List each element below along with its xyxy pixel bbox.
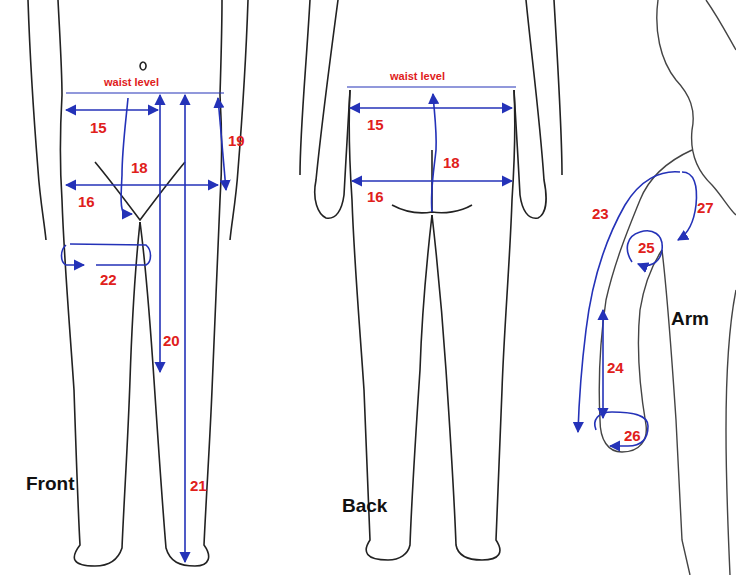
- view-label: Arm: [671, 309, 709, 328]
- callout-number: 23: [592, 206, 609, 221]
- callout-number: 19: [228, 133, 245, 148]
- callout-number: 16: [78, 194, 95, 209]
- callout-number: 15: [367, 117, 384, 132]
- arm-figure: [599, 0, 736, 575]
- front-measures: [62, 93, 227, 562]
- view-label: Front: [26, 474, 75, 493]
- back-body: [300, 0, 562, 560]
- callout-number: 18: [443, 155, 460, 170]
- callout-number: 16: [367, 189, 384, 204]
- callout-number: 21: [190, 478, 207, 493]
- waist-label: waist level: [104, 77, 159, 88]
- callout-number: 15: [90, 120, 107, 135]
- callout-number: 27: [697, 200, 714, 215]
- callout-number: 22: [100, 272, 117, 287]
- callout-number: 18: [131, 160, 148, 175]
- callout-number: 25: [638, 240, 655, 255]
- back-measures: [347, 87, 516, 212]
- callout-number: 20: [163, 333, 180, 348]
- view-label: Back: [342, 496, 387, 515]
- waist-label: waist level: [390, 71, 445, 82]
- callout-number: 24: [607, 360, 624, 375]
- callout-number: 26: [624, 428, 641, 443]
